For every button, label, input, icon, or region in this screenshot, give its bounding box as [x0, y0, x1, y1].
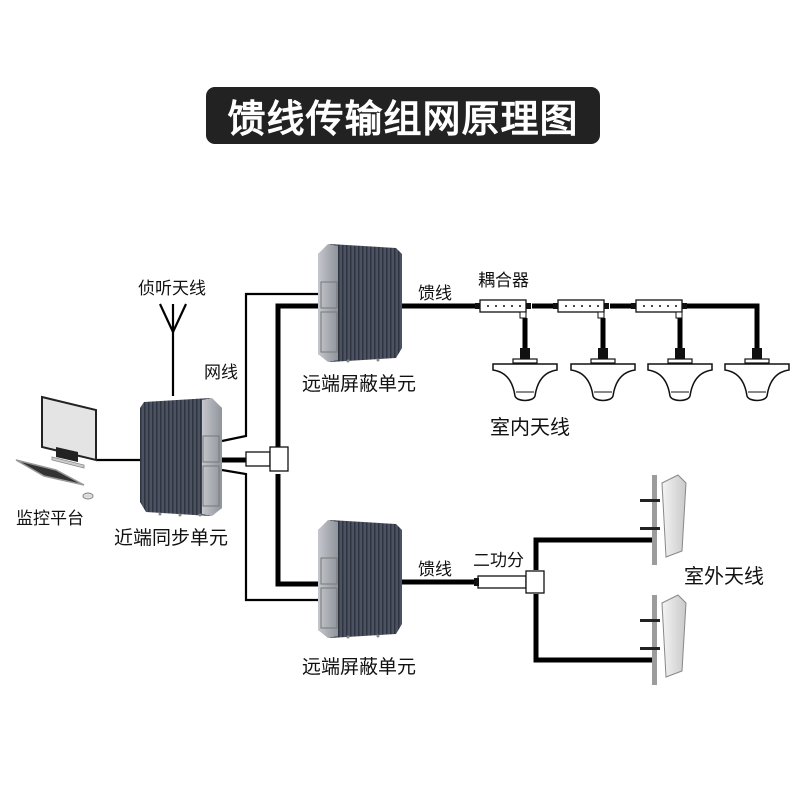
splitter-icon [474, 570, 545, 594]
splitter-label: 二功分 [473, 551, 524, 571]
feeder-riser-bottom [275, 474, 322, 587]
remote-unit-bottom-label: 远端屏蔽单元 [302, 656, 416, 678]
remote-unit-top-label: 远端屏蔽单元 [302, 373, 416, 395]
coupler-icon-2 [552, 299, 610, 319]
network-cable-bottom [221, 468, 320, 602]
coupler-icon-1 [474, 299, 532, 319]
title-banner: 馈线传输组网原理图 [206, 87, 600, 144]
remote-unit-bottom-device [317, 519, 403, 639]
outdoor-antenna-label: 室外天线 [684, 564, 764, 588]
monitor-platform-label: 监控平台 [16, 509, 84, 529]
outdoor-antenna-icon-2 [639, 594, 687, 686]
near-sync-unit-device [139, 397, 223, 517]
coupler-icon-3 [630, 299, 688, 319]
coupler-label: 耦合器 [478, 271, 529, 291]
network-cables [96, 292, 320, 602]
near-unit-label: 近端同步单元 [114, 527, 228, 549]
feeder-bottom-label: 馈线 [418, 560, 452, 580]
computer-icon [15, 395, 97, 500]
feeder-top-label: 馈线 [418, 284, 452, 304]
network-cable-label: 网线 [204, 363, 238, 383]
near-connector-icon [245, 446, 289, 472]
feeder-riser-top [275, 303, 322, 447]
sniff-antenna-icon [159, 303, 187, 335]
page-title: 馈线传输组网原理图 [227, 97, 579, 141]
indoor-antenna-icon-1 [492, 347, 558, 402]
feeder-cables [222, 303, 760, 663]
splitter-to-outdoor-top [533, 537, 656, 570]
indoor-antenna-icon-2 [570, 347, 636, 402]
sniff-antenna-label: 侦听天线 [138, 279, 206, 299]
indoor-antenna-icon-3 [647, 347, 713, 402]
splitter-to-outdoor-bottom [533, 594, 656, 663]
indoor-antenna-icon-4 [724, 347, 790, 402]
indoor-antenna-label: 室内天线 [490, 415, 570, 439]
remote-unit-top-device [317, 243, 403, 363]
network-cable-top [221, 292, 320, 443]
outdoor-antenna-icon-1 [639, 474, 687, 566]
